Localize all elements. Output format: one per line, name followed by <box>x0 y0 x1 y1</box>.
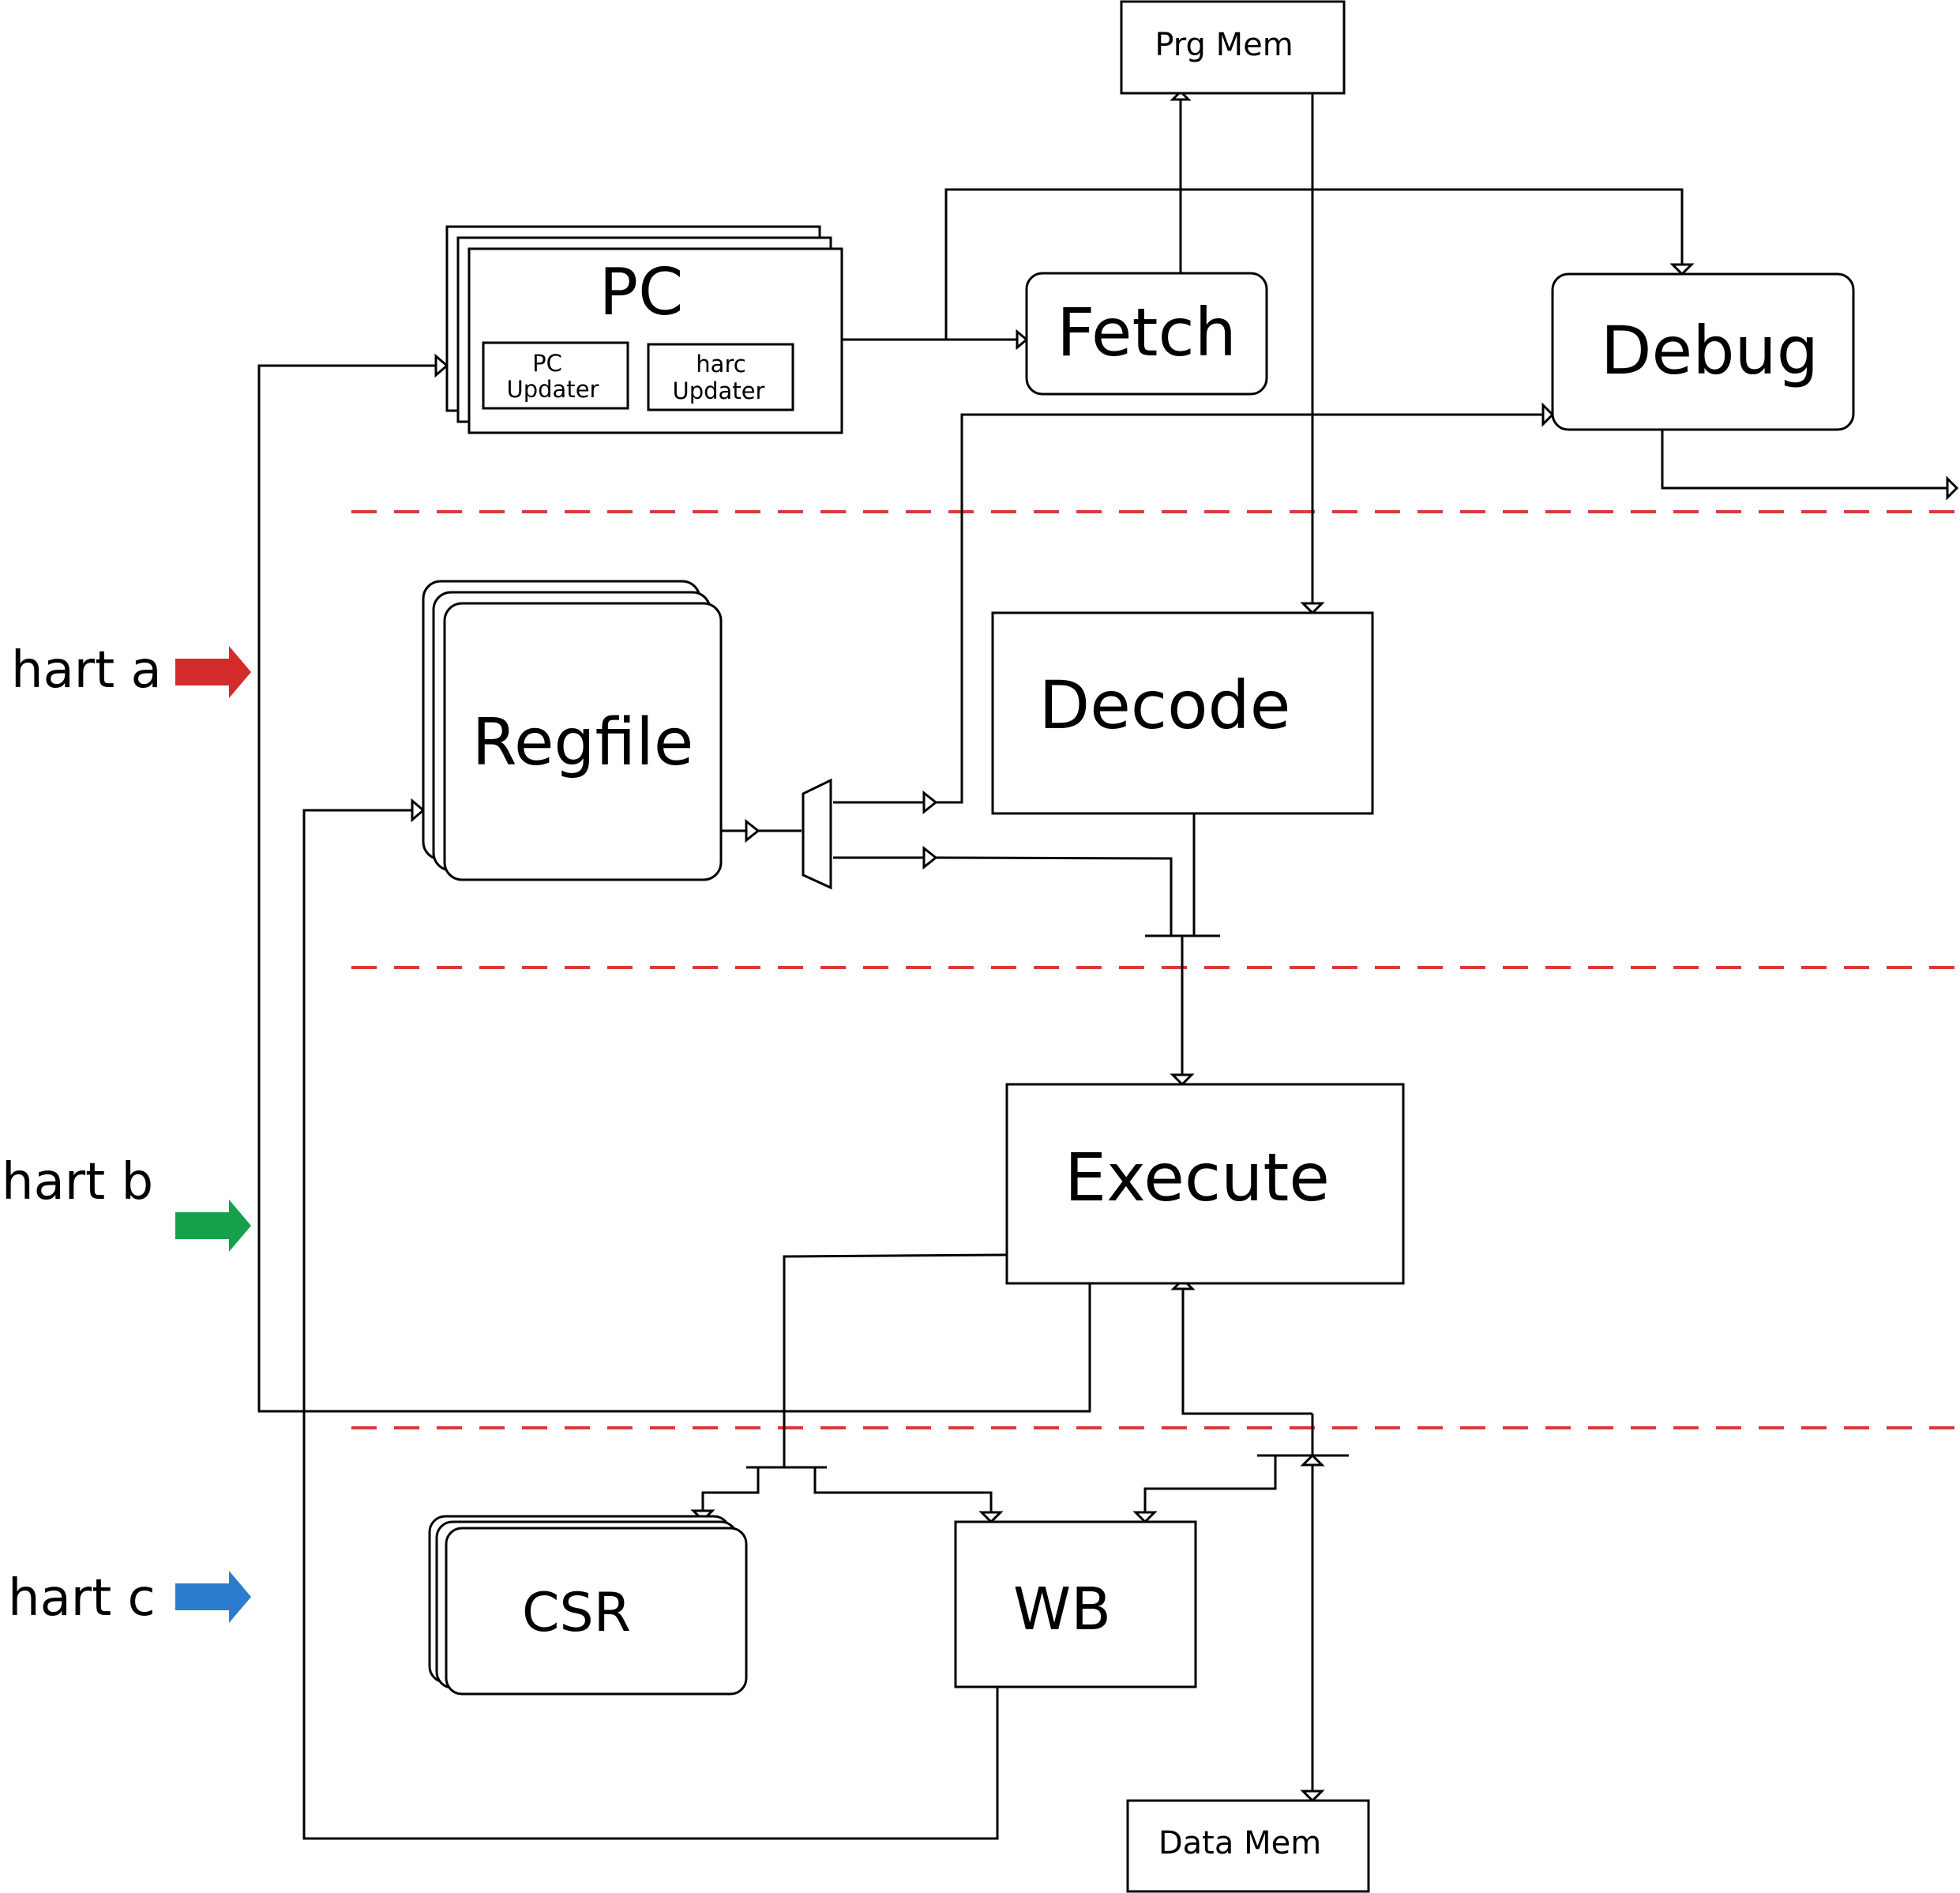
decode-label: Decode <box>1039 667 1291 744</box>
wb-block: WB <box>954 1520 1197 1688</box>
wire-split-to-wb <box>813 1467 993 1522</box>
wire-datamem-to-execute <box>1181 1283 1312 1415</box>
mux <box>802 778 832 890</box>
fetch-block: Fetch <box>1025 272 1268 396</box>
wire-debug-out <box>1661 430 1957 490</box>
hart-b-label: hart b <box>2 1153 153 1211</box>
arrow-into-fetch <box>1016 329 1029 351</box>
debug-block: Debug <box>1551 272 1855 431</box>
arrow-into-decode <box>1300 602 1325 615</box>
arrow-into-prgmem <box>1170 89 1192 101</box>
arrow-from-datamem-up <box>1300 1453 1325 1467</box>
regfile-block: Regfile <box>422 580 723 881</box>
pc-updater-label-1: PC <box>532 350 562 377</box>
pc-updater-label-2: Updater <box>507 376 599 403</box>
arrow-into-debug-left <box>1541 402 1555 427</box>
pc-updater-box <box>482 341 629 410</box>
hart-c: hart c <box>8 1569 251 1628</box>
arrow-into-wb-left <box>978 1511 1004 1524</box>
wire-split-to-csr <box>701 1467 760 1520</box>
arrow-mux-out-1 <box>922 790 938 815</box>
csr-block: CSR <box>428 1515 748 1696</box>
decode-block: Decode <box>991 611 1374 815</box>
csr-label: CSR <box>522 1582 631 1644</box>
prg-mem-label: Prg Mem <box>1155 27 1293 63</box>
harc-updater-box <box>647 343 794 411</box>
hart-c-label: hart c <box>8 1569 156 1628</box>
wire-decode-feedback <box>935 856 1173 936</box>
harc-updater-label-1: harc <box>696 351 745 377</box>
hart-a-label: hart a <box>11 641 162 700</box>
execute-block: Execute <box>1005 1083 1405 1285</box>
prg-mem-block: Prg Mem <box>1120 0 1346 95</box>
arrow-debug-out <box>1946 475 1959 501</box>
pc-label: PC <box>599 255 684 330</box>
arrow-into-regfile <box>411 798 426 823</box>
wb-label: WB <box>1013 1576 1111 1643</box>
data-mem-block: Data Mem <box>1126 1799 1370 1893</box>
wire-mem-to-wb <box>1143 1455 1277 1522</box>
hart-a-arrow-icon <box>175 646 251 698</box>
wires <box>257 93 1957 1840</box>
arrow-into-datamem <box>1300 1790 1325 1803</box>
hart-c-arrow-icon <box>175 1571 251 1623</box>
data-mem-label: Data Mem <box>1158 1825 1321 1861</box>
arrow-into-wb-right <box>1132 1511 1158 1524</box>
hart-b-arrow-icon <box>175 1200 251 1252</box>
fetch-label: Fetch <box>1057 294 1237 371</box>
wire-wb-to-regfile <box>302 809 999 1840</box>
wire-execute-to-split <box>783 1253 1008 1467</box>
debug-label: Debug <box>1601 312 1819 389</box>
arrow-into-execute-top <box>1170 1073 1195 1087</box>
arrow-into-mux <box>745 818 760 843</box>
arrow-into-pc <box>434 353 449 378</box>
execute-label: Execute <box>1064 1139 1330 1216</box>
wire-pc-to-debug <box>944 188 1684 340</box>
hart-b: hart b <box>2 1153 251 1252</box>
wire-execute-to-pc <box>257 364 1091 1413</box>
hart-a: hart a <box>11 641 251 700</box>
regfile-label: Regfile <box>472 705 694 780</box>
arrow-mux-out-2 <box>922 845 938 870</box>
pc-block: PC PC Updater harc Updater <box>445 225 843 434</box>
arrow-into-debug-top <box>1669 263 1695 276</box>
harc-updater-label-2: Updater <box>673 377 765 404</box>
